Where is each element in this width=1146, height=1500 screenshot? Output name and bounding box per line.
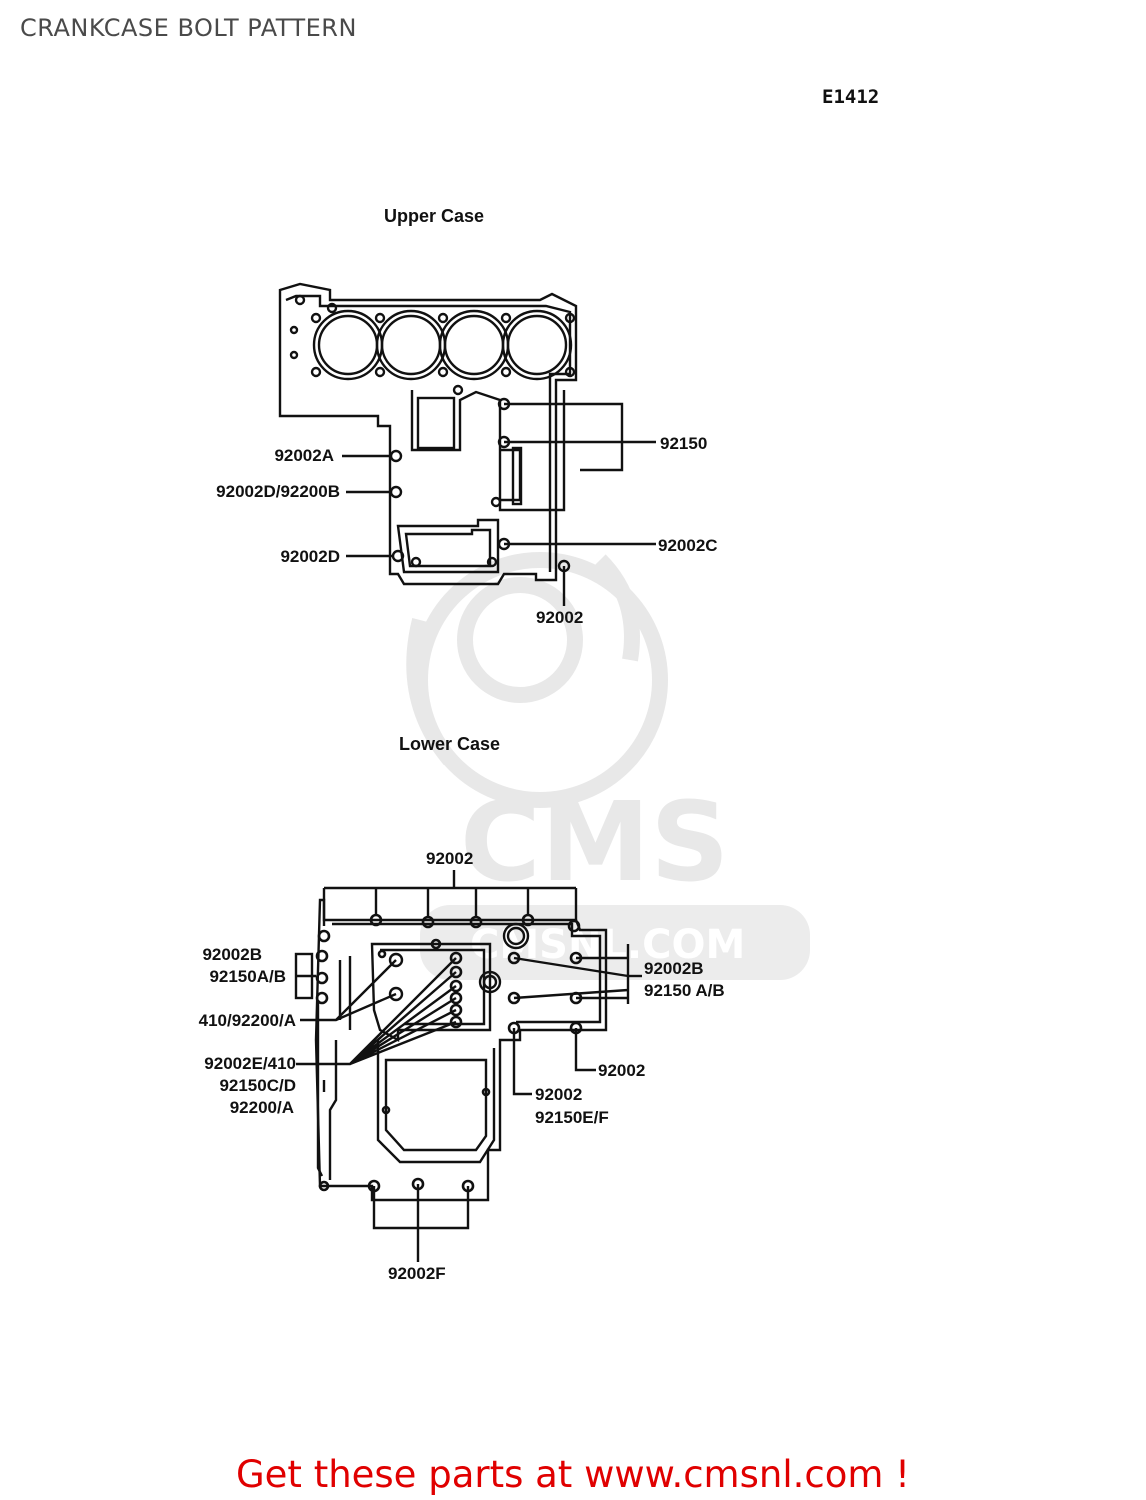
lower-label-left-92150AB: 92150A/B (209, 967, 286, 986)
lower-label-92002F: 92002F (388, 1264, 446, 1283)
lower-label-410-92200A: 410/92200/A (198, 1011, 296, 1030)
lower-label-92002E-410: 92002E/410 (204, 1054, 296, 1073)
upper-label-92002D-92200B: 92002D/92200B (216, 482, 340, 501)
lower-label-top-92002: 92002 (426, 849, 474, 868)
lower-label-92002-b: 92002 (535, 1085, 583, 1104)
upper-case-heading: Upper Case (384, 206, 485, 226)
svg-text:CMS: CMS (460, 778, 729, 906)
cms-watermark (406, 552, 668, 808)
lower-label-92200A: 92200/A (229, 1098, 294, 1117)
page-title: CRANKCASE BOLT PATTERN (20, 14, 357, 42)
upper-label-92002A: 92002A (274, 446, 334, 465)
lower-label-92150CD: 92150C/D (219, 1076, 296, 1095)
lower-label-right-92002B: 92002B (644, 959, 704, 978)
lower-label-left-92002B: 92002B (202, 945, 262, 964)
upper-label-92002C: 92002C (658, 536, 718, 555)
lower-label-right-92150AB: 92150 A/B (644, 981, 725, 1000)
upper-label-92002D: 92002D (280, 547, 340, 566)
footer-promo-link[interactable]: Get these parts at www.cmsnl.com ! (235, 1453, 910, 1496)
lower-label-right-92002: 92002 (598, 1061, 646, 1080)
lower-label-92150EF: 92150E/F (535, 1108, 609, 1127)
upper-label-92150: 92150 (660, 434, 708, 453)
diagram-code: E1412 (822, 86, 880, 108)
lower-case-drawing (294, 870, 642, 1262)
upper-case-drawing (278, 282, 656, 606)
lower-case-heading: Lower Case (399, 734, 501, 754)
upper-label-92002: 92002 (536, 608, 584, 627)
